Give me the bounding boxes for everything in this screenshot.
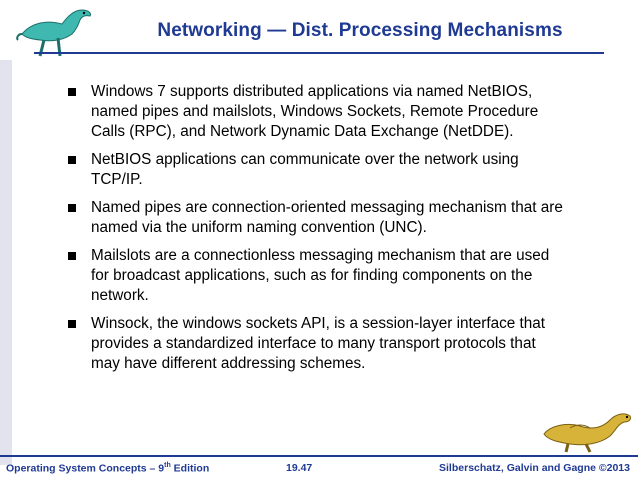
bullet-item: Winsock, the windows sockets API, is a s… bbox=[68, 314, 568, 374]
bullet-list: Windows 7 supports distributed applicati… bbox=[68, 82, 568, 382]
dinosaur-logo-top-icon bbox=[16, 9, 91, 57]
footer-book-title: Operating System Concepts – 9th Edition bbox=[6, 462, 210, 475]
bullet-item: Mailslots are a connectionless messaging… bbox=[68, 246, 568, 306]
footer-divider bbox=[0, 455, 638, 457]
bullet-text: Winsock, the windows sockets API, is a s… bbox=[91, 315, 545, 372]
bullet-text: Named pipes are connection-oriented mess… bbox=[91, 199, 563, 236]
bullet-square-icon bbox=[68, 156, 76, 164]
bullet-item: Named pipes are connection-oriented mess… bbox=[68, 198, 568, 238]
bullet-item: Windows 7 supports distributed applicati… bbox=[68, 82, 568, 142]
bullet-square-icon bbox=[68, 204, 76, 212]
bullet-text: NetBIOS applications can communicate ove… bbox=[91, 151, 519, 188]
bullet-square-icon bbox=[68, 320, 76, 328]
title-divider bbox=[34, 52, 604, 54]
bullet-item: NetBIOS applications can communicate ove… bbox=[68, 150, 568, 190]
slide-title: Networking — Dist. Processing Mechanisms bbox=[157, 20, 563, 41]
bullet-text: Mailslots are a connectionless messaging… bbox=[91, 247, 550, 304]
dinosaur-logo-bottom-icon bbox=[543, 413, 631, 453]
left-decorative-bar bbox=[0, 60, 12, 465]
bullet-square-icon bbox=[68, 252, 76, 260]
footer-authors: Silberschatz, Galvin and Gagne ©2013 bbox=[439, 462, 630, 474]
footer-page-number: 19.47 bbox=[286, 462, 313, 474]
bullet-text: Windows 7 supports distributed applicati… bbox=[91, 83, 539, 140]
bullet-square-icon bbox=[68, 88, 76, 96]
